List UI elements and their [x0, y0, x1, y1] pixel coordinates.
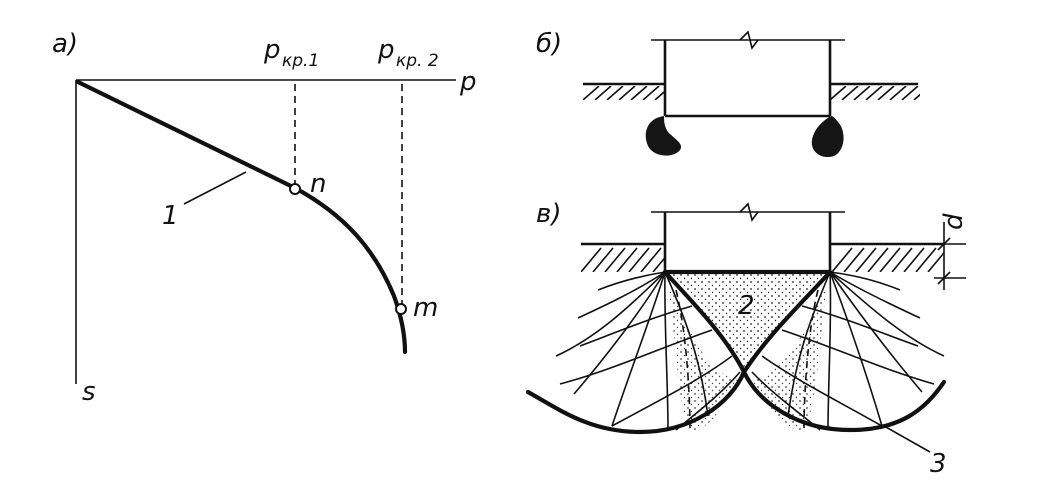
- s-axis-label: s: [82, 377, 96, 407]
- curve-leader-line: [183, 171, 247, 205]
- panel-a-label: а): [52, 29, 78, 59]
- panel-b-label: б): [536, 29, 562, 59]
- core-label: 2: [738, 291, 755, 321]
- shear-zone-left: [645, 116, 682, 156]
- depth-dimension: d: [934, 213, 969, 290]
- curve-label: 1: [162, 201, 179, 231]
- p-cr2-sub: кр. 2: [396, 51, 439, 71]
- p-cr1-sub: кр.1: [282, 51, 319, 71]
- panel-a: а) p s p кр.1 p кр. 2 n m: [52, 29, 477, 407]
- shear-zone-right: [811, 116, 844, 158]
- point-m-marker: [395, 303, 407, 315]
- surface-leader-line: [883, 425, 931, 453]
- p-cr1-label: p кр.1: [263, 35, 319, 71]
- panel-v: в): [525, 199, 969, 479]
- point-n-marker: [289, 183, 301, 195]
- point-n-label: n: [310, 169, 326, 199]
- surface-label: 3: [930, 449, 947, 479]
- p-cr2-label: p кр. 2: [377, 35, 439, 71]
- soil-v-hatch-left: [581, 247, 665, 272]
- soil-hatch-right: [830, 86, 920, 100]
- compacted-soil-core: [665, 272, 830, 372]
- point-m-label: m: [413, 293, 438, 323]
- p-cr2-main: p: [377, 35, 395, 65]
- panel-v-label: в): [536, 199, 561, 229]
- slip-lines-left: [555, 271, 741, 433]
- p-axis-label: p: [459, 67, 477, 97]
- core-boundary-right: [741, 269, 833, 375]
- p-cr1-main: p: [263, 35, 281, 65]
- failure-surface-right: [741, 369, 947, 433]
- core-boundary-left: [662, 269, 747, 375]
- load-settlement-curve: [75, 79, 408, 355]
- slip-lines-right: [751, 271, 945, 433]
- failure-surface-left: [525, 369, 747, 435]
- soil-v-hatch-right: [832, 247, 944, 272]
- foundation-v-break-mark: [739, 202, 759, 222]
- foundation-break-mark: [739, 30, 759, 50]
- depth-label: d: [939, 213, 969, 230]
- plastic-zone-left: [668, 282, 738, 432]
- panel-b: б): [536, 29, 920, 158]
- soil-hatch-left: [583, 86, 665, 100]
- plastic-zone-right: [752, 282, 827, 432]
